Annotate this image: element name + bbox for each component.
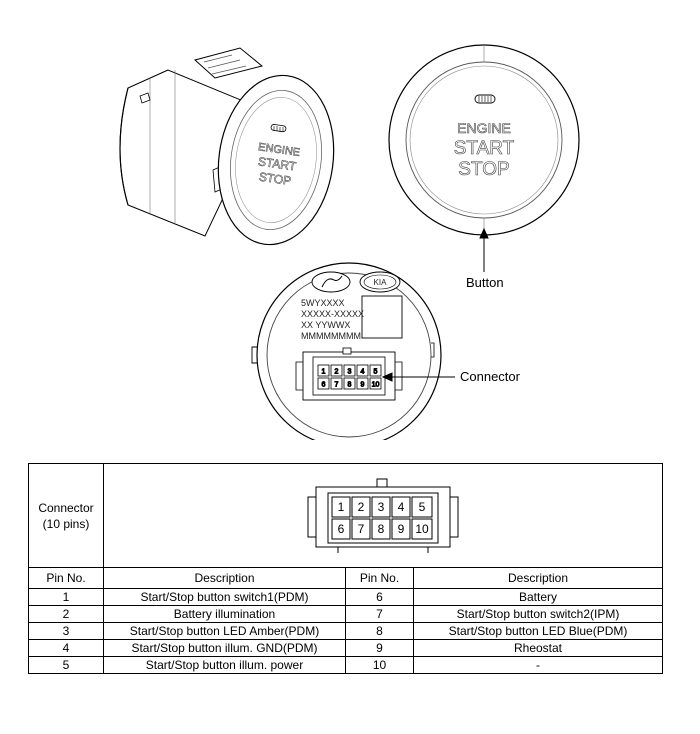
table-row: 1 Start/Stop button switch1(PDM) 6 Batte… xyxy=(28,588,663,606)
back-pin-10: 10 xyxy=(372,382,380,389)
back-pin-5: 5 xyxy=(374,369,378,376)
header-pin-no-right: Pin No. xyxy=(345,567,414,589)
header-description-left: Description xyxy=(103,567,346,589)
pin-number: 1 xyxy=(28,588,104,606)
table-row: 5 Start/Stop button illum. power 10 - xyxy=(28,656,663,674)
back-pin-2: 2 xyxy=(335,369,339,376)
button-callout: Button xyxy=(466,275,504,290)
pin-number: 5 xyxy=(28,656,104,674)
back-pin-9: 9 xyxy=(361,382,365,389)
label-line-3: XX YYWWX xyxy=(301,320,350,330)
back-pin-1: 1 xyxy=(322,369,326,376)
pin-number: 10 xyxy=(345,656,414,674)
label-line-4: MMMMMMMM xyxy=(301,331,361,341)
pin-description: Start/Stop button illum. GND(PDM) xyxy=(103,639,346,657)
table-row: 4 Start/Stop button illum. GND(PDM) 9 Rh… xyxy=(28,639,663,657)
hyundai-logo-icon xyxy=(321,275,343,288)
table-header-row: Pin No. Description Pin No. Description xyxy=(28,567,663,589)
pin-number: 8 xyxy=(345,622,414,640)
side-start-text: START xyxy=(257,154,297,173)
connector-diagram: 1 2 3 4 5 6 7 8 9 10 xyxy=(307,478,459,553)
front-view-drawing xyxy=(388,44,580,272)
front-engine-text: ENGINE xyxy=(457,120,511,136)
connector-pin-count: (10 pins) xyxy=(42,516,90,531)
side-view-drawing xyxy=(119,47,335,246)
pin-description: Start/Stop button switch2(IPM) xyxy=(413,605,663,623)
pin-number: 3 xyxy=(28,622,104,640)
header-description-right: Description xyxy=(413,567,663,589)
table-row: 2 Battery illumination 7 Start/Stop butt… xyxy=(28,605,663,623)
connector-pin-6: 6 xyxy=(338,522,345,536)
connector-pin-2: 2 xyxy=(358,500,365,514)
pin-description: Battery illumination xyxy=(103,605,346,623)
connector-pin-3: 3 xyxy=(378,500,385,514)
pin-description: Start/Stop button LED Amber(PDM) xyxy=(103,622,346,640)
pin-description: Start/Stop button illum. power xyxy=(103,656,346,674)
pin-description: Start/Stop button LED Blue(PDM) xyxy=(413,622,663,640)
connector-diagram-cell: 1 2 3 4 5 6 7 8 9 10 xyxy=(103,463,663,568)
pin-number: 2 xyxy=(28,605,104,623)
side-stop-text: STOP xyxy=(258,170,292,188)
connector-label: Connector xyxy=(38,500,94,515)
connector-pin-10: 10 xyxy=(415,522,429,536)
pin-description: - xyxy=(413,656,663,674)
connector-pin-7: 7 xyxy=(358,522,365,536)
pin-number: 4 xyxy=(28,639,104,657)
pin-number: 6 xyxy=(345,588,414,606)
back-pin-8: 8 xyxy=(348,382,352,389)
connector-pin-9: 9 xyxy=(398,522,405,536)
pin-description: Battery xyxy=(413,588,663,606)
header-pin-no-left: Pin No. xyxy=(28,567,104,589)
connector-pin-5: 5 xyxy=(419,500,426,514)
back-pin-4: 4 xyxy=(361,369,365,376)
connector-row: Connector (10 pins) xyxy=(28,463,663,568)
pin-number: 9 xyxy=(345,639,414,657)
back-view-drawing xyxy=(251,262,455,440)
back-pin-3: 3 xyxy=(348,369,352,376)
table-row: 3 Start/Stop button LED Amber(PDM) 8 Sta… xyxy=(28,622,663,640)
label-line-2: XXXXX-XXXXX xyxy=(301,309,364,319)
front-stop-text: STOP xyxy=(458,159,509,180)
kia-logo-text: KIA xyxy=(374,278,388,287)
front-start-text: START xyxy=(454,138,515,159)
pin-table: Connector (10 pins) xyxy=(28,463,663,674)
pin-description: Start/Stop button switch1(PDM) xyxy=(103,588,346,606)
label-line-1: 5WYXXXX xyxy=(301,298,345,308)
switch-illustrations: ENGINE START STOP ENGINE START STOP xyxy=(119,44,580,440)
connector-label-cell: Connector (10 pins) xyxy=(28,463,104,568)
back-pin-7: 7 xyxy=(335,382,339,389)
connector-pin-8: 8 xyxy=(378,522,385,536)
back-pin-6: 6 xyxy=(322,382,326,389)
connector-pin-1: 1 xyxy=(338,500,345,514)
pin-number: 7 xyxy=(345,605,414,623)
connector-pin-4: 4 xyxy=(398,500,405,514)
connector-callout: Connector xyxy=(460,369,520,384)
pin-description: Rheostat xyxy=(413,639,663,657)
